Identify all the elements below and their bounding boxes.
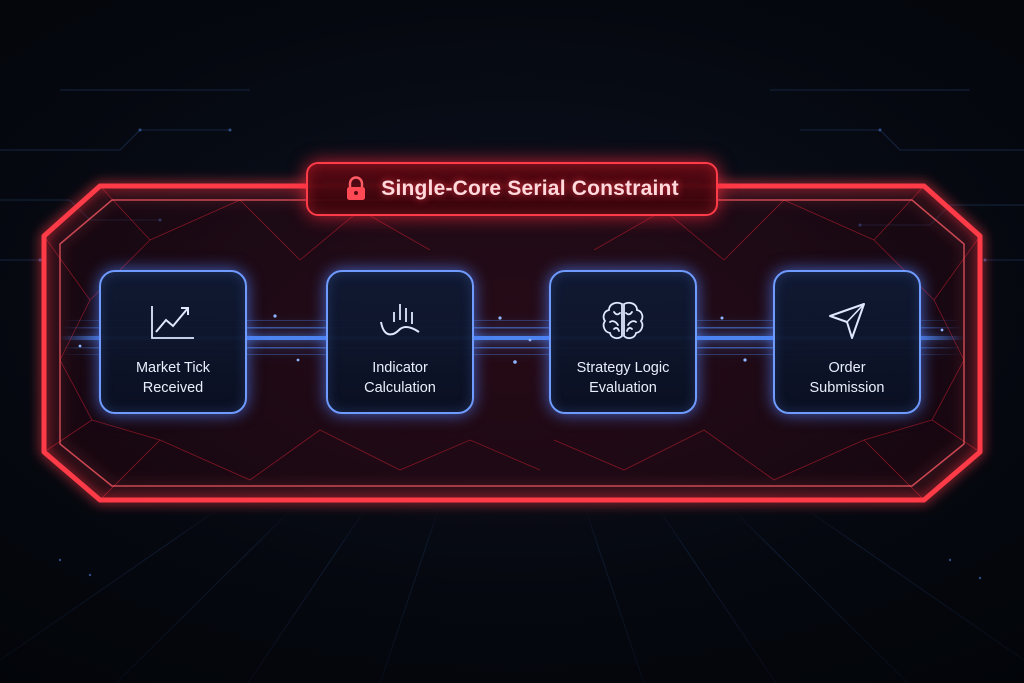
step-label-line2: Calculation	[364, 380, 436, 396]
flow-particles	[78, 314, 944, 364]
step-order-submission: Order Submission	[773, 270, 921, 414]
step-market-tick-received: Market Tick Received	[99, 270, 247, 414]
step-label-line1: Market Tick	[135, 360, 211, 376]
circuit-traces	[0, 89, 1024, 261]
step-label-line1: Strategy Logic	[576, 360, 670, 376]
step-label-line1: Order	[828, 360, 866, 376]
brain-icon	[602, 301, 644, 340]
step-label-line2: Submission	[809, 380, 885, 396]
step-label-line2: Received	[142, 380, 204, 396]
frame-outer-border	[41, 183, 983, 503]
paper-plane-icon	[829, 303, 865, 339]
constraint-title: Single-Core Serial Constraint	[381, 177, 679, 200]
constraint-title-badge: Single-Core Serial Constraint	[306, 162, 718, 216]
flow-beam	[60, 320, 964, 355]
lock-icon	[347, 176, 366, 200]
frame-inner-border	[59, 199, 965, 487]
step-label-line1: Indicator	[372, 360, 428, 376]
step-indicator-calculation: Indicator Calculation	[326, 270, 474, 414]
floor-grid	[0, 504, 1024, 683]
indicator-wave-icon	[380, 304, 420, 336]
ambient-dots	[38, 128, 987, 580]
step-strategy-logic-evaluation: Strategy Logic Evaluation	[549, 270, 697, 414]
step-label-line2: Evaluation	[589, 380, 657, 396]
rising-line-chart-icon	[151, 306, 194, 339]
frame-interior	[44, 186, 980, 500]
